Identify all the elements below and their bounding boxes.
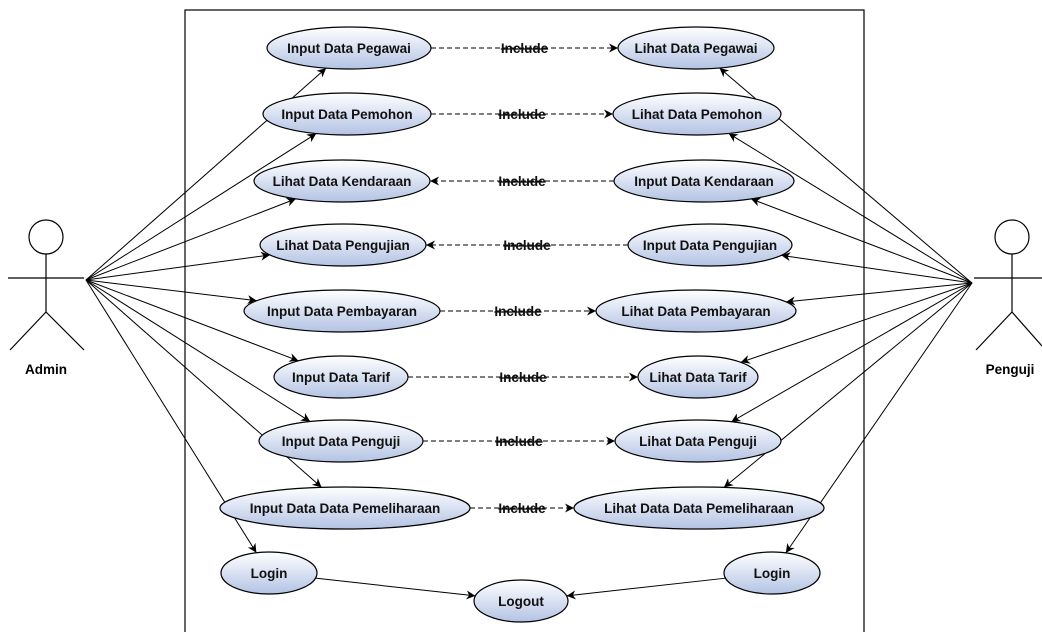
use-cases-layer: Input Data Pegawai Lihat Data PegawaiInpu… xyxy=(219,26,825,623)
association-penguji-to-lihat-data-tarif xyxy=(740,282,973,364)
use-case-ellipse xyxy=(262,92,432,136)
include-label: Include xyxy=(498,174,546,189)
use-case-ellipse xyxy=(627,223,793,267)
association-admin-to-input-data-tarif xyxy=(85,279,299,362)
use-case-label: Lihat Data Data Pemeliharaan xyxy=(604,501,794,516)
use-case-label: Lihat Data Pengujian xyxy=(276,238,410,253)
use-case-label: Input Data Pemohon xyxy=(281,107,412,122)
use-case-label: Input Data Pegawai xyxy=(287,41,411,56)
use-case-label: Lihat Data Tarif xyxy=(649,370,747,385)
use-case-ellipse xyxy=(253,159,431,203)
use-case-label: Input Data Tarif xyxy=(292,370,391,385)
use-case-ellipse xyxy=(259,223,427,267)
use-case-ellipse xyxy=(613,159,795,203)
use-case-lihat-data-pengujian: Lihat Data Pengujian xyxy=(259,223,427,267)
include-relation: Include xyxy=(470,501,574,516)
use-case-ellipse xyxy=(273,355,409,399)
association-penguji-to-input-data-kendaraan xyxy=(750,197,973,284)
association-penguji-to-input-data-pengujian xyxy=(781,252,973,284)
use-case-ellipse xyxy=(617,26,775,70)
system-boundary xyxy=(184,9,865,632)
association-admin-to-input-data-pembayaran xyxy=(85,279,257,305)
use-case-input-data-pegawai: Input Data Pegawai xyxy=(266,26,432,70)
use-case-lihat-data-kendaraan: Lihat Data Kendaraan xyxy=(253,159,431,203)
include-label: Include xyxy=(499,370,547,385)
use-case-label: Input Data Kendaraan xyxy=(634,174,774,189)
association-penguji-to-lihat-data-pembayaran xyxy=(785,282,973,306)
use-case-input-data-pembayaran: Input Data Pembayaran xyxy=(243,289,441,333)
actor-label-admin: Admin xyxy=(25,362,67,377)
use-case-label: Lihat Data Pemohon xyxy=(632,107,763,122)
use-case-ellipse xyxy=(266,26,432,70)
use-case-input-data-pemohon: Input Data Pemohon xyxy=(262,92,432,136)
use-case-input-data-pengujian: Input Data Pengujian xyxy=(627,223,793,267)
use-case-label: Login xyxy=(754,566,791,581)
use-case-ellipse xyxy=(219,486,471,530)
use-case-label: Input Data Pengujian xyxy=(643,238,777,253)
use-case-lihat-data-tarif: Lihat Data Tarif xyxy=(637,355,759,399)
use-case-ellipse xyxy=(723,551,821,595)
include-relation: Include xyxy=(431,107,613,122)
use-case-label: Input Data Data Pemeliharaan xyxy=(250,501,441,516)
use-case-input-data-tarif: Input Data Tarif xyxy=(273,355,409,399)
association-penguji-to-lihat-data-penguji xyxy=(731,282,973,423)
use-case-label: Lihat Data Pegawai xyxy=(634,41,757,56)
include-relation: Include xyxy=(423,434,615,449)
use-case-ellipse xyxy=(243,289,441,333)
use-case-lihat-data-pegawai: Lihat Data Pegawai xyxy=(617,26,775,70)
use-case-lihat-data-pemohon: Lihat Data Pemohon xyxy=(612,92,782,136)
actor-penguji: Penguji xyxy=(974,219,1042,377)
association-admin-to-lihat-data-pengujian xyxy=(85,251,270,281)
include-relation: Include xyxy=(426,238,628,253)
use-case-login-admin: Login xyxy=(220,551,318,595)
use-case-label: Input Data Pembayaran xyxy=(267,304,417,319)
use-case-ellipse xyxy=(637,355,759,399)
include-relation: Include xyxy=(431,41,618,56)
use-case-input-data-kendaraan: Input Data Kendaraan xyxy=(613,159,795,203)
include-label: Include xyxy=(494,304,542,319)
use-case-lihat-data-pembayaran: Lihat Data Pembayaran xyxy=(595,289,797,333)
use-case-label: Logout xyxy=(498,594,544,609)
stick-figure-icon xyxy=(8,219,85,351)
use-case-login-penguji: Login xyxy=(723,551,821,595)
use-case-ellipse xyxy=(614,419,782,463)
use-case-label: Lihat Data Penguji xyxy=(639,434,757,449)
use-case-logout: Logout xyxy=(473,579,569,623)
use-case-input-data-penguji: Input Data Penguji xyxy=(258,419,424,463)
use-case-label: Input Data Penguji xyxy=(282,434,401,449)
use-case-ellipse xyxy=(595,289,797,333)
actor-label-penguji: Penguji xyxy=(986,362,1035,377)
include-label: Include xyxy=(498,501,546,516)
include-label: Include xyxy=(498,107,546,122)
use-case-lihat-data-data-pemeliharaan: Lihat Data Data Pemeliharaan xyxy=(573,486,825,530)
use-case-label: Lihat Data Kendaraan xyxy=(273,174,412,189)
include-label: Include xyxy=(495,434,543,449)
actor-admin: Admin xyxy=(8,219,85,377)
connections-layer xyxy=(85,67,973,600)
use-case-ellipse xyxy=(220,551,318,595)
association-login-admin-to-logout xyxy=(315,577,476,600)
include-relation: Include xyxy=(440,304,596,319)
use-case-label: Login xyxy=(251,566,288,581)
use-case-label: Lihat Data Pembayaran xyxy=(621,304,770,319)
include-relations-layer: IncludeIncludeIncludeIncludeIncludeInclu… xyxy=(408,41,638,516)
use-case-ellipse xyxy=(473,579,569,623)
association-admin-to-input-data-penguji xyxy=(85,279,311,422)
include-relation: Include xyxy=(408,370,638,385)
use-case-ellipse xyxy=(258,419,424,463)
association-login-penguji-to-logout xyxy=(566,577,726,600)
association-penguji-to-lihat-data-pemohon xyxy=(728,133,973,284)
association-admin-to-lihat-data-kendaraan xyxy=(85,197,296,281)
include-relation: Include xyxy=(430,174,614,189)
use-case-ellipse xyxy=(573,486,825,530)
use-case-ellipse xyxy=(612,92,782,136)
association-admin-to-input-data-pemohon xyxy=(85,133,317,281)
stick-figure-icon xyxy=(974,219,1042,351)
use-case-lihat-data-penguji: Lihat Data Penguji xyxy=(614,419,782,463)
include-label: Include xyxy=(503,238,551,253)
include-label: Include xyxy=(501,41,549,56)
use-case-input-data-data-pemeliharaan: Input Data Data Pemeliharaan xyxy=(219,486,471,530)
